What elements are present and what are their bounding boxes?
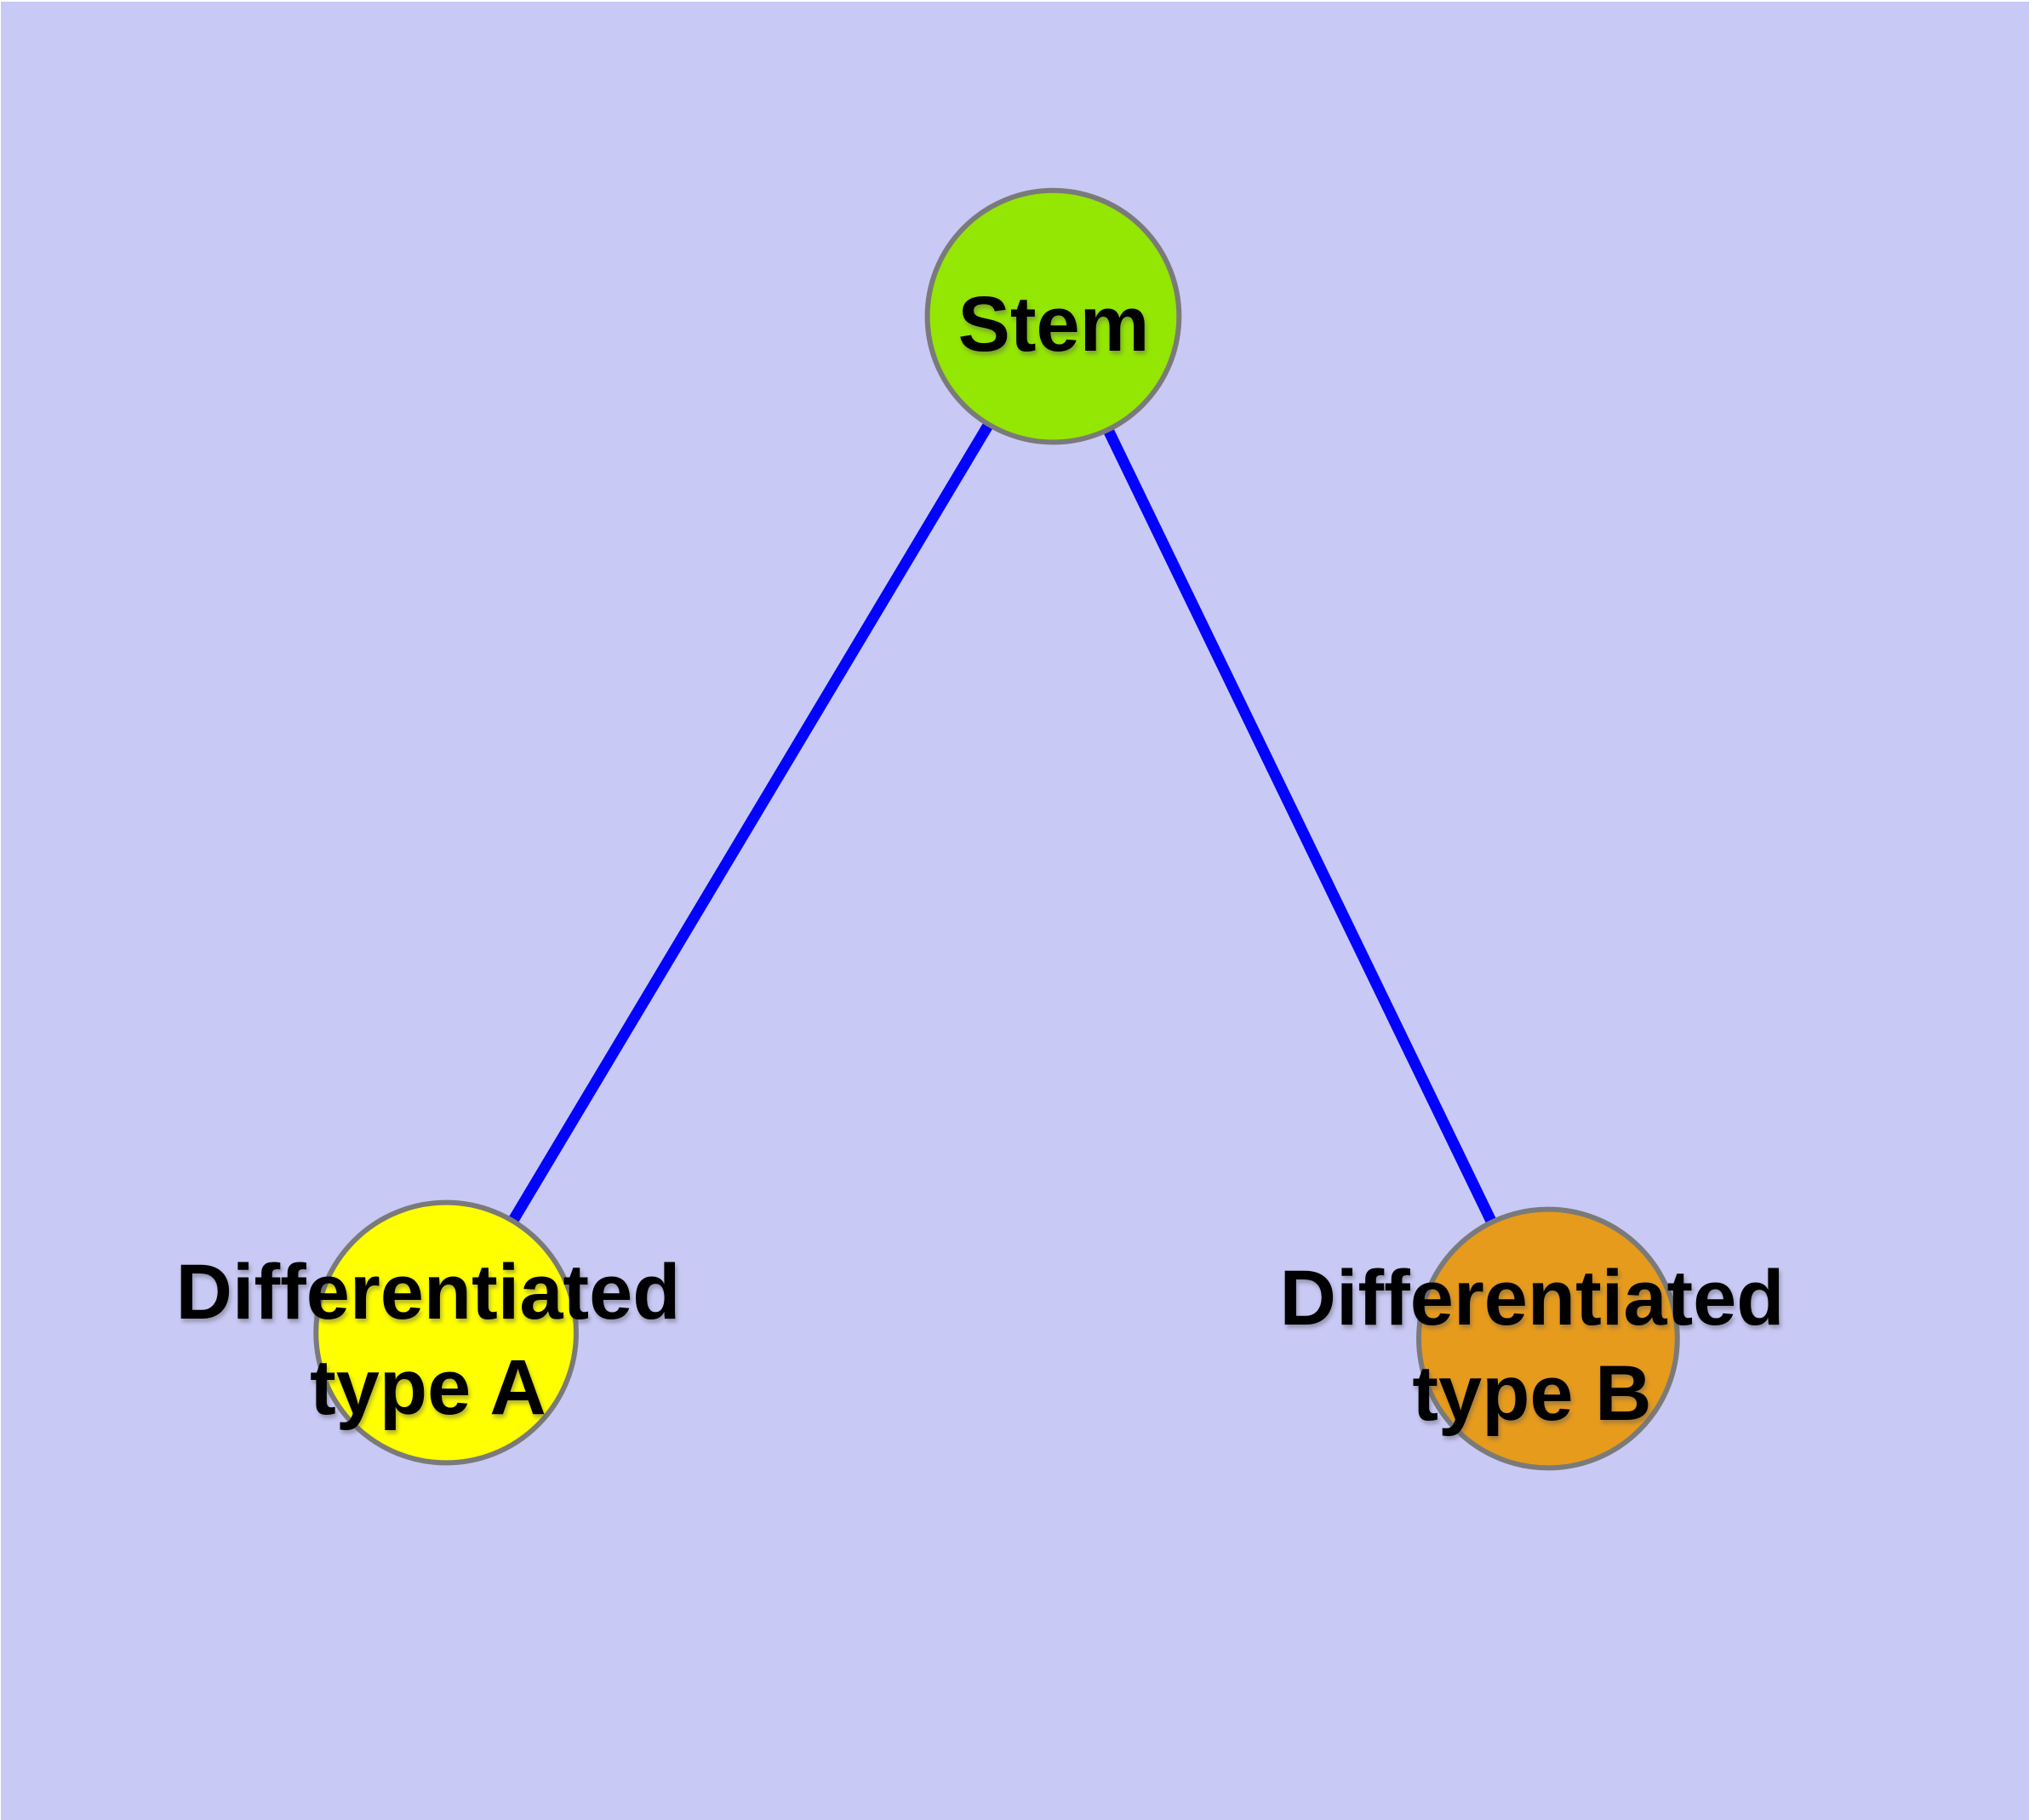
node-diff-b-circle (1416, 1206, 1680, 1471)
node-stem-label: Stem (958, 277, 1150, 372)
node-diff-b-label-line2: type B (1412, 1350, 1652, 1437)
node-stem-circle (924, 187, 1182, 445)
node-diff-a-label-line1: Differentiated (175, 1249, 681, 1336)
edge-stem-to-diff-b (1048, 313, 1553, 1342)
nodes-layer (313, 187, 1680, 1471)
node-diff-b-label-line1: Differentiated (1279, 1255, 1785, 1342)
node-diff-b-label: Differentiated type B (1280, 1251, 1785, 1441)
node-diff-a-circle (313, 1199, 579, 1466)
node-stem-label-line1: Stem (957, 281, 1150, 368)
node-diff-a-label: Differentiated type A (176, 1245, 681, 1435)
edge-stem-to-diff-a (441, 313, 1059, 1336)
edges-layer (441, 313, 1553, 1342)
node-diff-a-label-line2: type A (310, 1344, 546, 1431)
